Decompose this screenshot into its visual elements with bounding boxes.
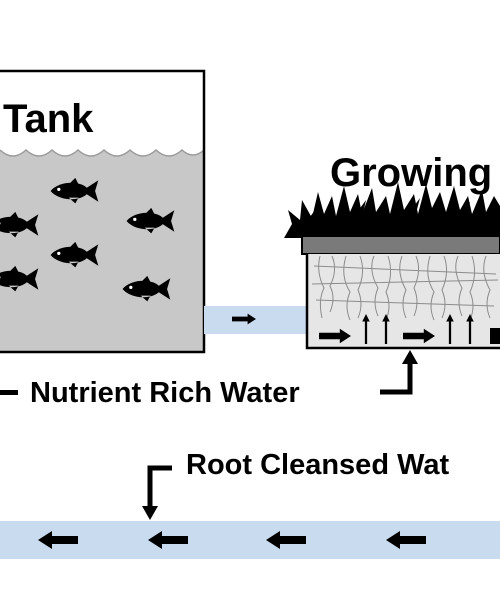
grow-bed: Growing: [284, 151, 500, 350]
grow-bed-flow: [319, 314, 500, 344]
planting-tray: [301, 235, 500, 255]
label-pointer-icon: [0, 390, 18, 395]
water-surface-wave: [0, 0, 204, 156]
label-pointer-icon: [147, 465, 172, 510]
grow-bed-outline: [305, 254, 500, 350]
grow-bed-label: Growing: [330, 151, 492, 195]
label-pointer-icon: [380, 360, 413, 395]
nutrient-rich-water-label: Nutrient Rich Water: [30, 377, 300, 409]
roots-icon: [311, 255, 499, 321]
root-cleansed-water-label: Root Cleansed Wat: [186, 449, 450, 481]
fish-tank: Tank: [0, 0, 206, 354]
tank-label: Tank: [3, 97, 94, 141]
plant-foliage-icon: [284, 182, 500, 238]
return-pipe: [0, 521, 500, 559]
nutrient-rich-water-callout: Nutrient Rich Water: [0, 350, 418, 409]
supply-pipe-segment: [204, 306, 308, 334]
root-cleansed-water-callout: Root Cleansed Wat: [142, 449, 450, 520]
tank-water: [0, 150, 204, 352]
tank-outline: [0, 69, 206, 354]
